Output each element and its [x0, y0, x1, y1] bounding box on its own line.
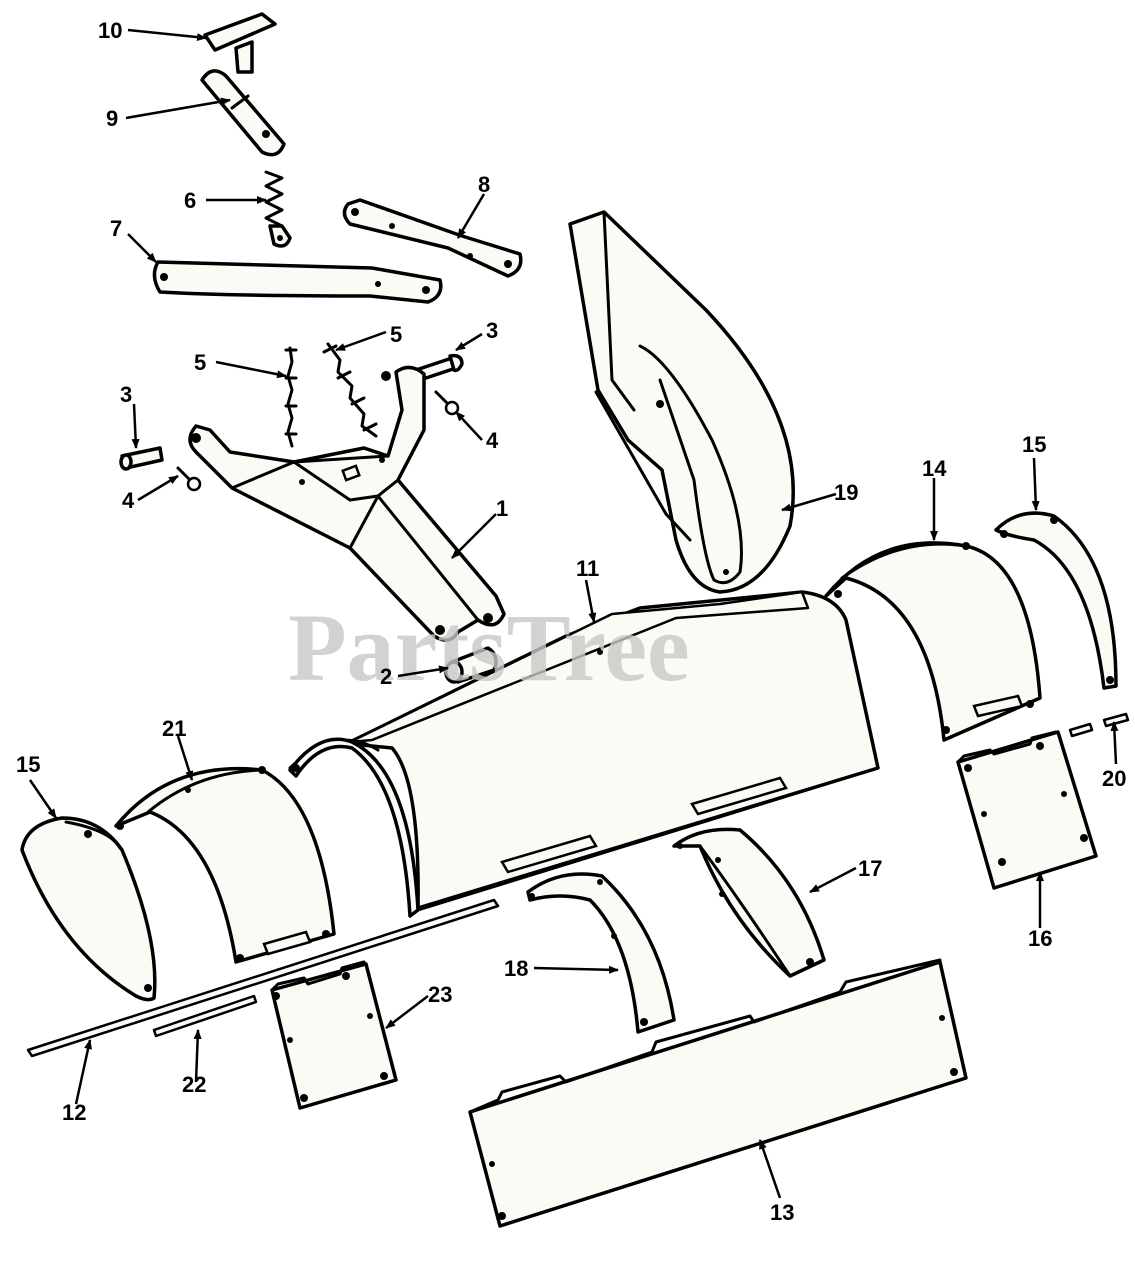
part-4-clip-upper [434, 390, 460, 416]
part-16-plate-right [956, 730, 1098, 890]
part-8-bracket [342, 198, 523, 278]
part-21-shield-left [114, 766, 336, 964]
part-14-shield-right [824, 541, 1042, 742]
label-13: 13 [770, 1200, 794, 1225]
part-1-y-frame [188, 365, 506, 642]
label-3-upper: 3 [486, 318, 498, 343]
label-14: 14 [922, 456, 947, 481]
label-5-right: 5 [390, 322, 402, 347]
part-20-pin-right [1068, 712, 1130, 738]
label-15-left: 15 [16, 752, 40, 777]
part-18-inner-shield [526, 872, 676, 1034]
part-3-pin-left [119, 446, 164, 471]
part-11-drum [288, 590, 880, 918]
label-6: 6 [184, 188, 196, 213]
label-20: 20 [1102, 766, 1126, 791]
part-5-chain-right [322, 342, 378, 438]
label-3-left: 3 [120, 382, 132, 407]
part-9-handle-tube [200, 69, 286, 157]
label-1: 1 [496, 496, 508, 521]
part-15-end-cap-right [994, 511, 1118, 690]
part-19-belt-guard [568, 210, 795, 594]
part-13-long-plate [468, 958, 968, 1228]
part-10-handle-grip [203, 12, 277, 74]
label-2: 2 [380, 664, 392, 689]
label-17: 17 [858, 856, 882, 881]
label-16: 16 [1028, 926, 1052, 951]
label-12: 12 [62, 1100, 86, 1125]
label-19: 19 [834, 480, 858, 505]
part-15-end-cap-left [20, 816, 157, 1002]
part-4-clip-left [176, 466, 202, 492]
part-5-chain-left [284, 346, 298, 448]
callout-labels: 10 9 6 8 7 5 5 3 4 3 4 1 2 11 19 14 15 2… [16, 18, 1126, 1225]
label-7: 7 [110, 216, 122, 241]
watermark: PartsTree [288, 594, 690, 701]
part-12-rod [26, 898, 500, 1058]
label-11: 11 [576, 556, 599, 581]
label-10: 10 [98, 18, 122, 43]
part-17-inner-shield-right [672, 827, 826, 978]
label-8: 8 [478, 172, 490, 197]
label-22: 22 [182, 1072, 206, 1097]
label-15-right: 15 [1022, 432, 1046, 457]
part-6-spring [264, 170, 292, 248]
part-7-link-bar [152, 260, 443, 304]
label-21: 21 [162, 716, 186, 741]
part-2-spacer-tube [444, 646, 498, 684]
part-23-plate-left [270, 960, 398, 1110]
part-22-rod-short [152, 994, 258, 1038]
label-18: 18 [504, 956, 528, 981]
label-5-left: 5 [194, 350, 206, 375]
label-23: 23 [428, 982, 452, 1007]
label-9: 9 [106, 106, 118, 131]
label-4-left: 4 [122, 488, 135, 513]
label-4-upper: 4 [486, 428, 499, 453]
leader-lines [28, 28, 1119, 1199]
